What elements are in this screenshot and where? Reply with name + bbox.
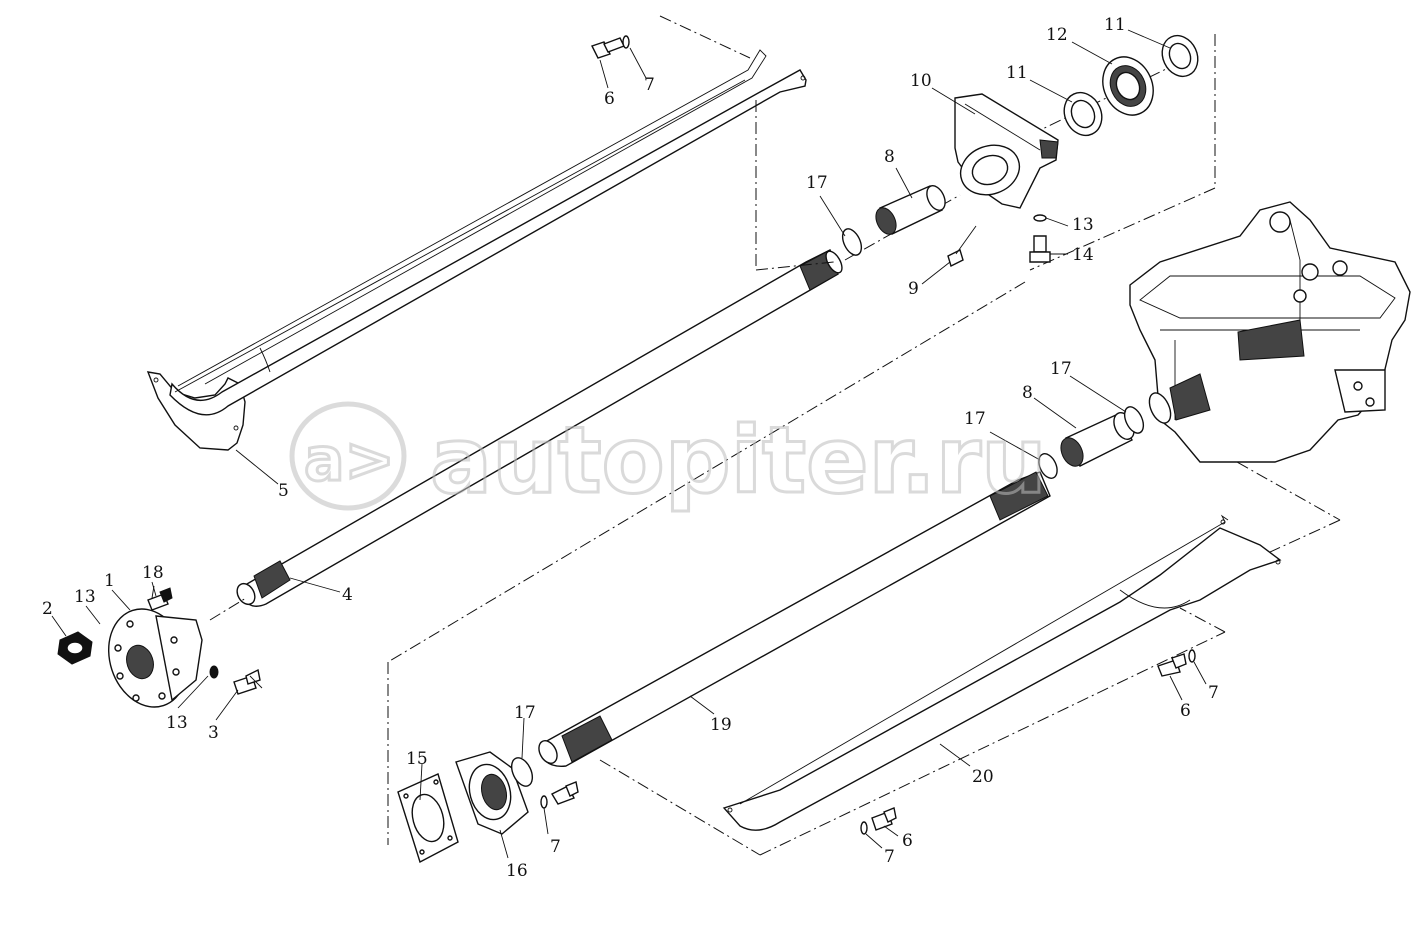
bolt-6-upper [591,37,625,59]
bolt-6-bottom [860,807,897,835]
callout-13-left: 13 [74,587,96,607]
callout-6-bottom: 6 [902,831,913,851]
callout-20: 20 [972,767,994,787]
callout-17-lower: 17 [514,703,536,723]
callout-6-right: 6 [1180,701,1191,721]
washer-13-flange [209,665,219,679]
snap-ring-17-a [1123,406,1145,434]
callout-8-lower: 8 [1022,383,1033,403]
sleeve-8-upper [875,185,946,235]
bearing-housing [954,93,1059,209]
callout-17-upper: 17 [806,173,828,193]
watermark-glyph: a> [304,425,395,495]
callout-8-upper: 8 [884,147,895,167]
callout-7-bottom: 7 [884,847,895,867]
grease-fitting-9 [947,225,977,267]
callout-7-lower-left: 7 [550,837,561,857]
bolt-7-lower-left [540,781,579,809]
callout-14: 14 [1072,245,1094,265]
axle-housing-upper [146,49,807,451]
half-shaft-upper [236,249,843,607]
flange [107,608,203,708]
callout-13-bottom: 13 [166,713,188,733]
flange-housing-16 [455,751,529,835]
callout-5: 5 [278,481,289,501]
callout-10: 10 [910,71,932,91]
bolt-3 [233,668,263,695]
callout-16: 16 [506,861,528,881]
bolt-6-right [1157,649,1196,677]
bolt-18 [147,587,173,611]
bearing-12 [1102,56,1154,116]
callout-17-mid: 17 [964,409,986,429]
callout-11-lower: 11 [1006,63,1028,83]
callout-7-top: 7 [644,75,655,95]
snap-ring-17-c [510,757,534,787]
callout-17-right: 17 [1050,359,1072,379]
snap-ring-17-upper [841,228,863,256]
callout-13-top: 13 [1072,215,1094,235]
callout-7-right: 7 [1208,683,1219,703]
washer-13-upper [1033,214,1047,222]
callout-3: 3 [208,723,219,743]
callout-1: 1 [104,571,115,591]
gasket-15 [397,773,459,864]
gearbox-housing [1129,201,1411,463]
oil-seal-11a [1063,91,1103,137]
washer-7-upper [622,35,630,49]
nut-2 [57,631,93,665]
half-shaft-lower [538,471,1051,767]
callout-4: 4 [342,585,353,605]
callout-labels: 1 2 3 4 5 6 6 6 7 7 7 7 8 8 9 10 11 11 1… [42,15,1219,881]
callout-6-top: 6 [604,89,615,109]
callout-9: 9 [908,279,919,299]
bolt-14 [1029,235,1051,263]
callout-18: 18 [142,563,164,583]
axle-housing-lower [722,514,1282,831]
watermark: a> autopiter.ru [289,401,1048,516]
callout-11-upper: 11 [1104,15,1126,35]
snap-ring-17-b [1038,453,1058,479]
callout-19: 19 [710,715,732,735]
callout-15: 15 [406,749,428,769]
oil-seal-11b [1161,34,1199,78]
leader-lines [51,29,1207,859]
callout-12: 12 [1046,25,1068,45]
watermark-text: autopiter.ru [430,407,1047,514]
callout-2: 2 [42,599,53,619]
